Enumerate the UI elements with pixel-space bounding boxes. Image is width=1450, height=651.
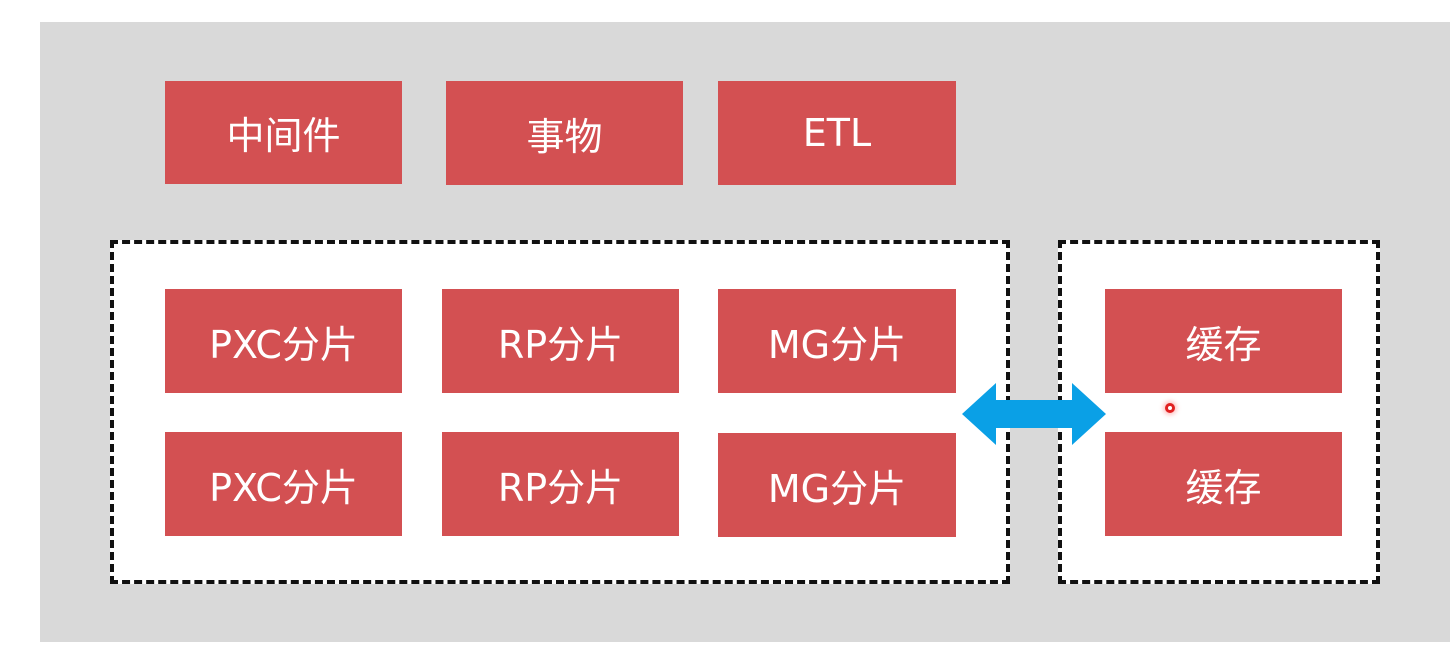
mg-shard-label-2: MG分片: [767, 466, 907, 511]
rp-shard-box-2: RP分片: [442, 432, 679, 536]
rp-shard-label-2: RP分片: [497, 465, 624, 510]
cache-label-1: 缓存: [1185, 322, 1262, 367]
rp-shard-label-1: RP分片: [497, 322, 624, 367]
cursor-dot-icon: [1165, 403, 1175, 413]
rp-shard-box-1: RP分片: [442, 289, 679, 393]
pxc-shard-label-2: PXC分片: [209, 465, 358, 510]
transaction-label: 事物: [526, 114, 603, 159]
cache-box-1: 缓存: [1105, 289, 1342, 393]
etl-label: ETL: [802, 111, 872, 155]
mg-shard-label-1: MG分片: [767, 322, 907, 367]
middleware-label: 中间件: [226, 114, 341, 158]
etl-box: ETL: [718, 81, 956, 185]
pxc-shard-label-1: PXC分片: [209, 322, 358, 367]
middleware-box: 中间件: [165, 81, 402, 184]
pxc-shard-box-1: PXC分片: [165, 289, 402, 393]
double-arrow-icon: [962, 383, 1106, 445]
pxc-shard-box-2: PXC分片: [165, 432, 402, 536]
mg-shard-box-1: MG分片: [718, 289, 956, 393]
cache-label-2: 缓存: [1185, 465, 1262, 510]
double-arrow-shape: [962, 383, 1106, 445]
mg-shard-box-2: MG分片: [718, 433, 956, 537]
transaction-box: 事物: [446, 81, 683, 185]
cache-box-2: 缓存: [1105, 432, 1342, 536]
